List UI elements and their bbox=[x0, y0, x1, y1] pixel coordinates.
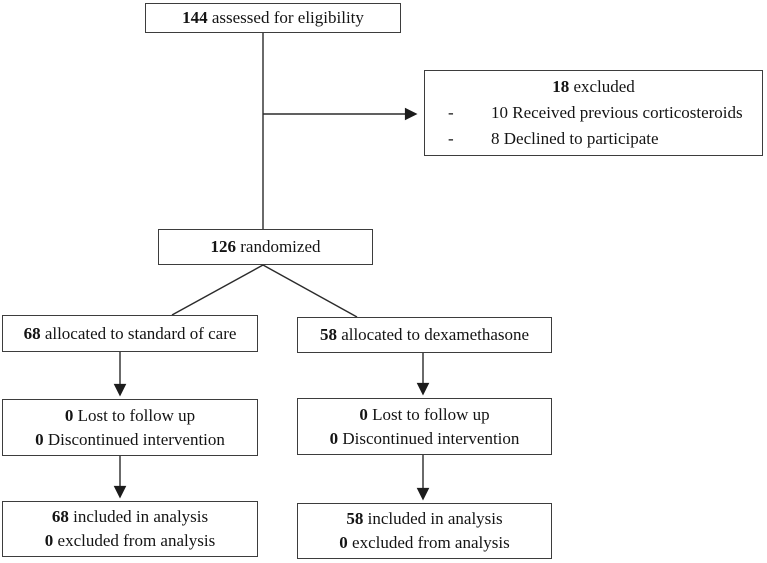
eligibility-box: 144 assessed for eligibility bbox=[145, 3, 401, 33]
followup-line: 0 Discontinued intervention bbox=[3, 428, 257, 452]
followup-label: Discontinued intervention bbox=[47, 429, 225, 449]
randomized-box: 126 randomized bbox=[158, 229, 373, 265]
allocation-standard-of-care-box: 68 allocated to standard of care bbox=[2, 315, 258, 352]
allocation-count: 58 bbox=[319, 325, 337, 344]
excluded-title: 18 excluded bbox=[425, 74, 762, 100]
analysis-line: 0 excluded from analysis bbox=[298, 531, 551, 555]
excluded-reason-row: - 10 Received previous corticosteroids bbox=[425, 100, 762, 126]
allocation-text: 58 allocated to dexamethasone bbox=[298, 323, 551, 347]
followup-label: Lost to follow up bbox=[77, 405, 196, 425]
followup-line: 0 Lost to follow up bbox=[298, 403, 551, 427]
followup-line: 0 Lost to follow up bbox=[3, 404, 257, 428]
analysis-count: 0 bbox=[339, 533, 348, 552]
eligibility-text: 144 assessed for eligibility bbox=[146, 6, 400, 30]
allocation-label: allocated to standard of care bbox=[44, 323, 237, 343]
dash-bullet: - bbox=[448, 103, 454, 122]
randomized-label: randomized bbox=[240, 237, 321, 256]
analysis-label: included in analysis bbox=[367, 509, 503, 528]
analysis-label: excluded from analysis bbox=[57, 531, 216, 550]
excluded-reason-text: 8 Declined to participate bbox=[491, 126, 659, 152]
analysis-count: 68 bbox=[51, 507, 69, 526]
followup-count: 0 bbox=[35, 429, 44, 449]
followup-count: 0 bbox=[329, 428, 339, 448]
analysis-right-box: 58 included in analysis 0 excluded from … bbox=[297, 503, 552, 559]
excluded-reason-count: 10 bbox=[491, 103, 508, 122]
excluded-reason-text: 10 Received previous corticosteroids bbox=[491, 100, 743, 126]
analysis-label: included in analysis bbox=[73, 507, 209, 526]
analysis-line: 0 excluded from analysis bbox=[3, 529, 257, 553]
excluded-count: 18 bbox=[552, 77, 570, 96]
eligibility-count: 144 bbox=[182, 8, 208, 27]
analysis-line: 68 included in analysis bbox=[3, 505, 257, 529]
excluded-reason-row: - 8 Declined to participate bbox=[425, 126, 762, 152]
followup-right-box: 0 Lost to follow up 0 Discontinued inter… bbox=[297, 398, 552, 455]
excluded-reason-label: Received previous corticosteroids bbox=[512, 103, 743, 122]
eligibility-label: assessed for eligibility bbox=[211, 8, 364, 27]
excluded-reason-count: 8 bbox=[491, 129, 500, 148]
connector-randomized-dexamethasone bbox=[262, 264, 358, 318]
followup-count: 0 bbox=[64, 405, 74, 425]
excluded-reason-label: Declined to participate bbox=[503, 129, 659, 148]
excluded-label: excluded bbox=[573, 77, 635, 96]
allocation-label: allocated to dexamethasone bbox=[341, 325, 530, 344]
analysis-left-box: 68 included in analysis 0 excluded from … bbox=[2, 501, 258, 557]
analysis-label: excluded from analysis bbox=[352, 533, 510, 552]
followup-line: 0 Discontinued intervention bbox=[298, 427, 551, 451]
randomized-text: 126 randomized bbox=[159, 235, 372, 259]
followup-label: Discontinued intervention bbox=[342, 428, 520, 448]
randomized-count: 126 bbox=[210, 237, 237, 256]
followup-count: 0 bbox=[359, 404, 368, 424]
connector-randomized-standard-of-care bbox=[171, 264, 264, 316]
analysis-line: 58 included in analysis bbox=[298, 507, 551, 531]
dash-bullet: - bbox=[448, 129, 454, 148]
excluded-box: 18 excluded - 10 Received previous corti… bbox=[424, 70, 763, 156]
allocation-dexamethasone-box: 58 allocated to dexamethasone bbox=[297, 317, 552, 353]
allocation-text: 68 allocated to standard of care bbox=[3, 322, 257, 346]
allocation-count: 68 bbox=[23, 323, 41, 343]
followup-left-box: 0 Lost to follow up 0 Discontinued inter… bbox=[2, 399, 258, 456]
followup-label: Lost to follow up bbox=[372, 404, 490, 424]
analysis-count: 0 bbox=[44, 531, 54, 550]
analysis-count: 58 bbox=[346, 509, 364, 528]
